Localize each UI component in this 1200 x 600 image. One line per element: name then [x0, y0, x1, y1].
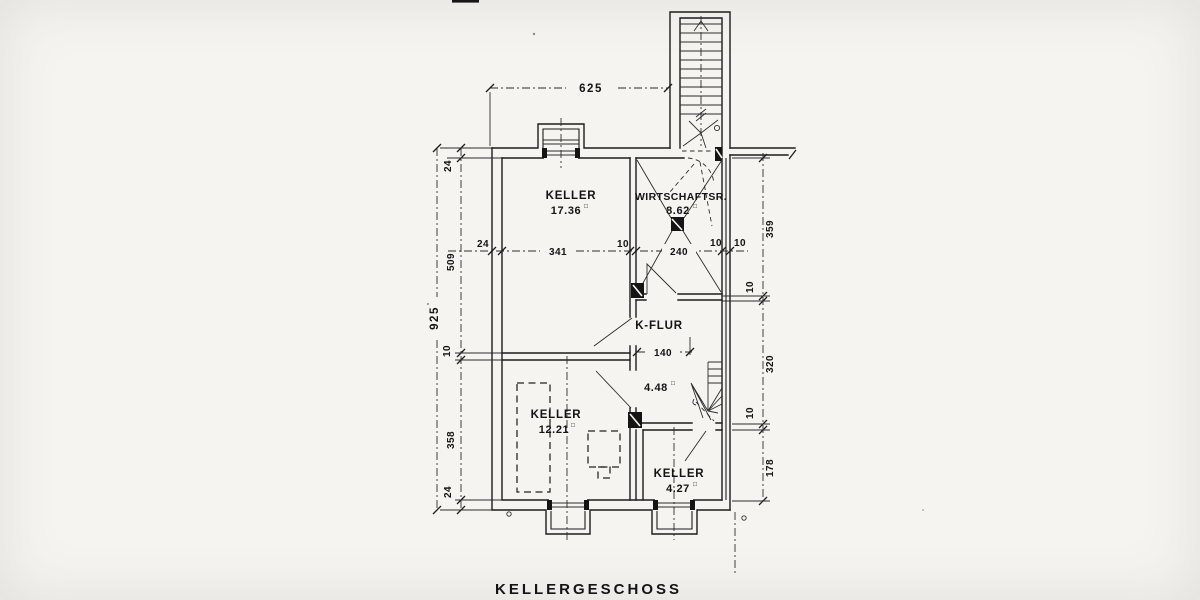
dim-left-chain-2: 10: [442, 345, 453, 357]
dim-mid-chain-0: 24: [477, 239, 489, 250]
room-label-wirtschaftsraum: WIRTSCHAFTSR.: [635, 191, 727, 203]
dim-mid-chain-2: 10: [617, 239, 629, 250]
dim-mid-chain-4: 10: [710, 238, 722, 249]
labels: 625 925 24 509 10 358 24 24 341 10 240 1…: [429, 83, 776, 598]
dim-left-chain-3: 358: [446, 431, 457, 449]
dim-mid-chain-5: 10: [734, 238, 746, 249]
room-label-keller-small: KELLER: [654, 468, 705, 480]
room-area-keller-small: 4.27: [666, 483, 690, 495]
room-area-keller-large: 17.36: [551, 205, 582, 217]
exterior-stair: [680, 16, 722, 146]
dim-label-backgrounds: [429, 80, 696, 358]
room-label-k-flur: K-FLUR: [635, 320, 683, 332]
dimension-lines: [432, 83, 770, 515]
dim-right-chain-0: 359: [765, 220, 776, 238]
dim-right-chain-3: 10: [745, 407, 756, 419]
dim-right-chain-1: 10: [745, 281, 756, 293]
dim-corridor-width: 140: [654, 348, 672, 359]
drawing-title: KELLERGESCHOSS: [495, 581, 682, 598]
dim-right-chain-4: 178: [765, 459, 776, 477]
area-unit-square: □: [671, 380, 675, 387]
furniture: [516, 382, 621, 493]
winder-stair: [690, 361, 723, 421]
chimney: [636, 159, 723, 293]
dim-left-total: 925: [429, 306, 441, 330]
room-area-k-flur: 4.48: [644, 382, 668, 394]
windows: [506, 118, 747, 575]
room-label-keller-large: KELLER: [546, 190, 597, 202]
dim-right-chain-2: 320: [765, 355, 776, 373]
dim-top-width: 625: [579, 83, 603, 95]
dim-left-chain-0: 24: [443, 160, 454, 172]
scan-artifacts: [426, 0, 924, 511]
room-area-wirtschaftsraum: 8.62: [666, 205, 690, 217]
dim-left-chain-4: 24: [443, 486, 454, 498]
walls: [491, 11, 797, 535]
dim-mid-chain-3: 240: [670, 247, 688, 258]
leader-keller-small: [684, 430, 707, 462]
area-unit-square: □: [584, 203, 588, 210]
room-area-keller-medium: 12.21: [539, 424, 570, 436]
area-unit-square: □: [693, 481, 697, 488]
area-unit-square: □: [571, 422, 575, 429]
stair-direction-arrow: [693, 20, 709, 32]
room-label-keller-medium: KELLER: [531, 409, 582, 421]
entry-door: [669, 119, 723, 227]
area-unit-square: □: [693, 203, 697, 210]
dim-mid-chain-1: 341: [549, 247, 567, 258]
dim-left-chain-1: 509: [446, 253, 457, 271]
